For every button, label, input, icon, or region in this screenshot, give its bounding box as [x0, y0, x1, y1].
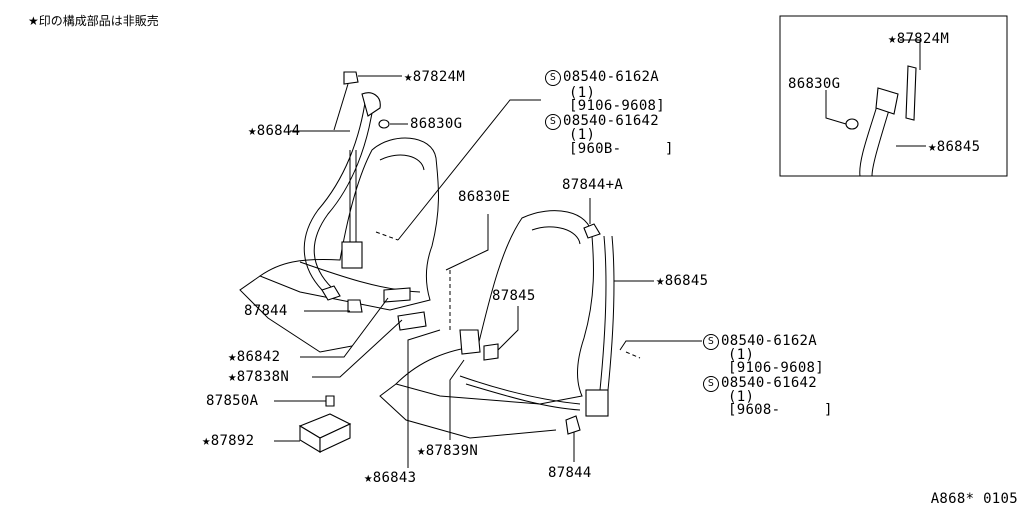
- s-mark: S: [545, 114, 561, 130]
- callout-87844-left: 87844: [244, 303, 288, 319]
- callout-87824m: ★87824M: [404, 69, 466, 85]
- s-mark: S: [703, 334, 719, 350]
- callout-86845: ★86845: [656, 273, 709, 289]
- bolt-b-top-part: 08540-61642: [563, 113, 660, 129]
- bolt-b-right-qty: (1): [728, 389, 755, 405]
- callout-87839n: ★87839N: [417, 443, 479, 459]
- bolt-b-top-qty: (1): [569, 127, 596, 143]
- not-sold-note: ★印の構成部品は非販売: [28, 14, 159, 28]
- bolt-a-right-range: [9106-9608]: [728, 360, 825, 376]
- right-buckle-87845: [483, 343, 499, 361]
- callout-87844-bottom: 87844: [548, 465, 592, 481]
- callout-87838n: ★87838N: [228, 369, 290, 385]
- bolt-a-top-qty: (1): [569, 85, 596, 101]
- bolt-b-right-part: 08540-61642: [721, 375, 818, 391]
- inset-callout-86830g: 86830G: [788, 76, 841, 92]
- leader-lines: [274, 39, 926, 468]
- bolt-a-right-part: 08540-6162A: [721, 333, 818, 349]
- callout-87892: ★87892: [202, 433, 255, 449]
- callout-86842: ★86842: [228, 349, 281, 365]
- s-mark: S: [545, 70, 561, 86]
- bolt-b-top-range: [960B- ]: [569, 141, 674, 157]
- s-mark: S: [703, 376, 719, 392]
- callout-86844: ★86844: [248, 123, 301, 139]
- callout-86830e: 86830E: [458, 189, 511, 205]
- callout-86843: ★86843: [364, 470, 417, 486]
- right-retractor: [585, 389, 609, 417]
- left-belt: [299, 71, 427, 331]
- inset-drawing: [845, 65, 917, 177]
- drawing-code: A868* 0105: [930, 491, 1018, 507]
- callout-86830g: 86830G: [410, 116, 463, 132]
- inset-callout-87824m: ★87824M: [888, 31, 950, 47]
- bolt-b-right-range: [9608- ]: [728, 402, 833, 418]
- left-retractor: [341, 241, 363, 269]
- right-clip-87844: [565, 415, 581, 435]
- callout-87845: 87845: [492, 288, 536, 304]
- left-buckle-lower: [397, 311, 427, 331]
- right-belt: [459, 223, 615, 435]
- left-anchor: [321, 285, 341, 301]
- bolt-a-top-part: 08540-6162A: [563, 69, 660, 85]
- sensor-module: [298, 395, 352, 453]
- bolt-a-top-range: [9106-9608]: [569, 98, 666, 114]
- inset-callout-86845: ★86845: [928, 139, 981, 155]
- bolt-a-right-qty: (1): [728, 347, 755, 363]
- callout-87844a: 87844+A: [562, 177, 624, 193]
- left-buckle-upper: [383, 287, 411, 303]
- left-clip-87844: [347, 299, 363, 313]
- inset-frame: [779, 15, 1008, 177]
- right-buckle: [459, 329, 481, 355]
- right-guide: [583, 223, 601, 239]
- callout-87850a: 87850A: [206, 393, 259, 409]
